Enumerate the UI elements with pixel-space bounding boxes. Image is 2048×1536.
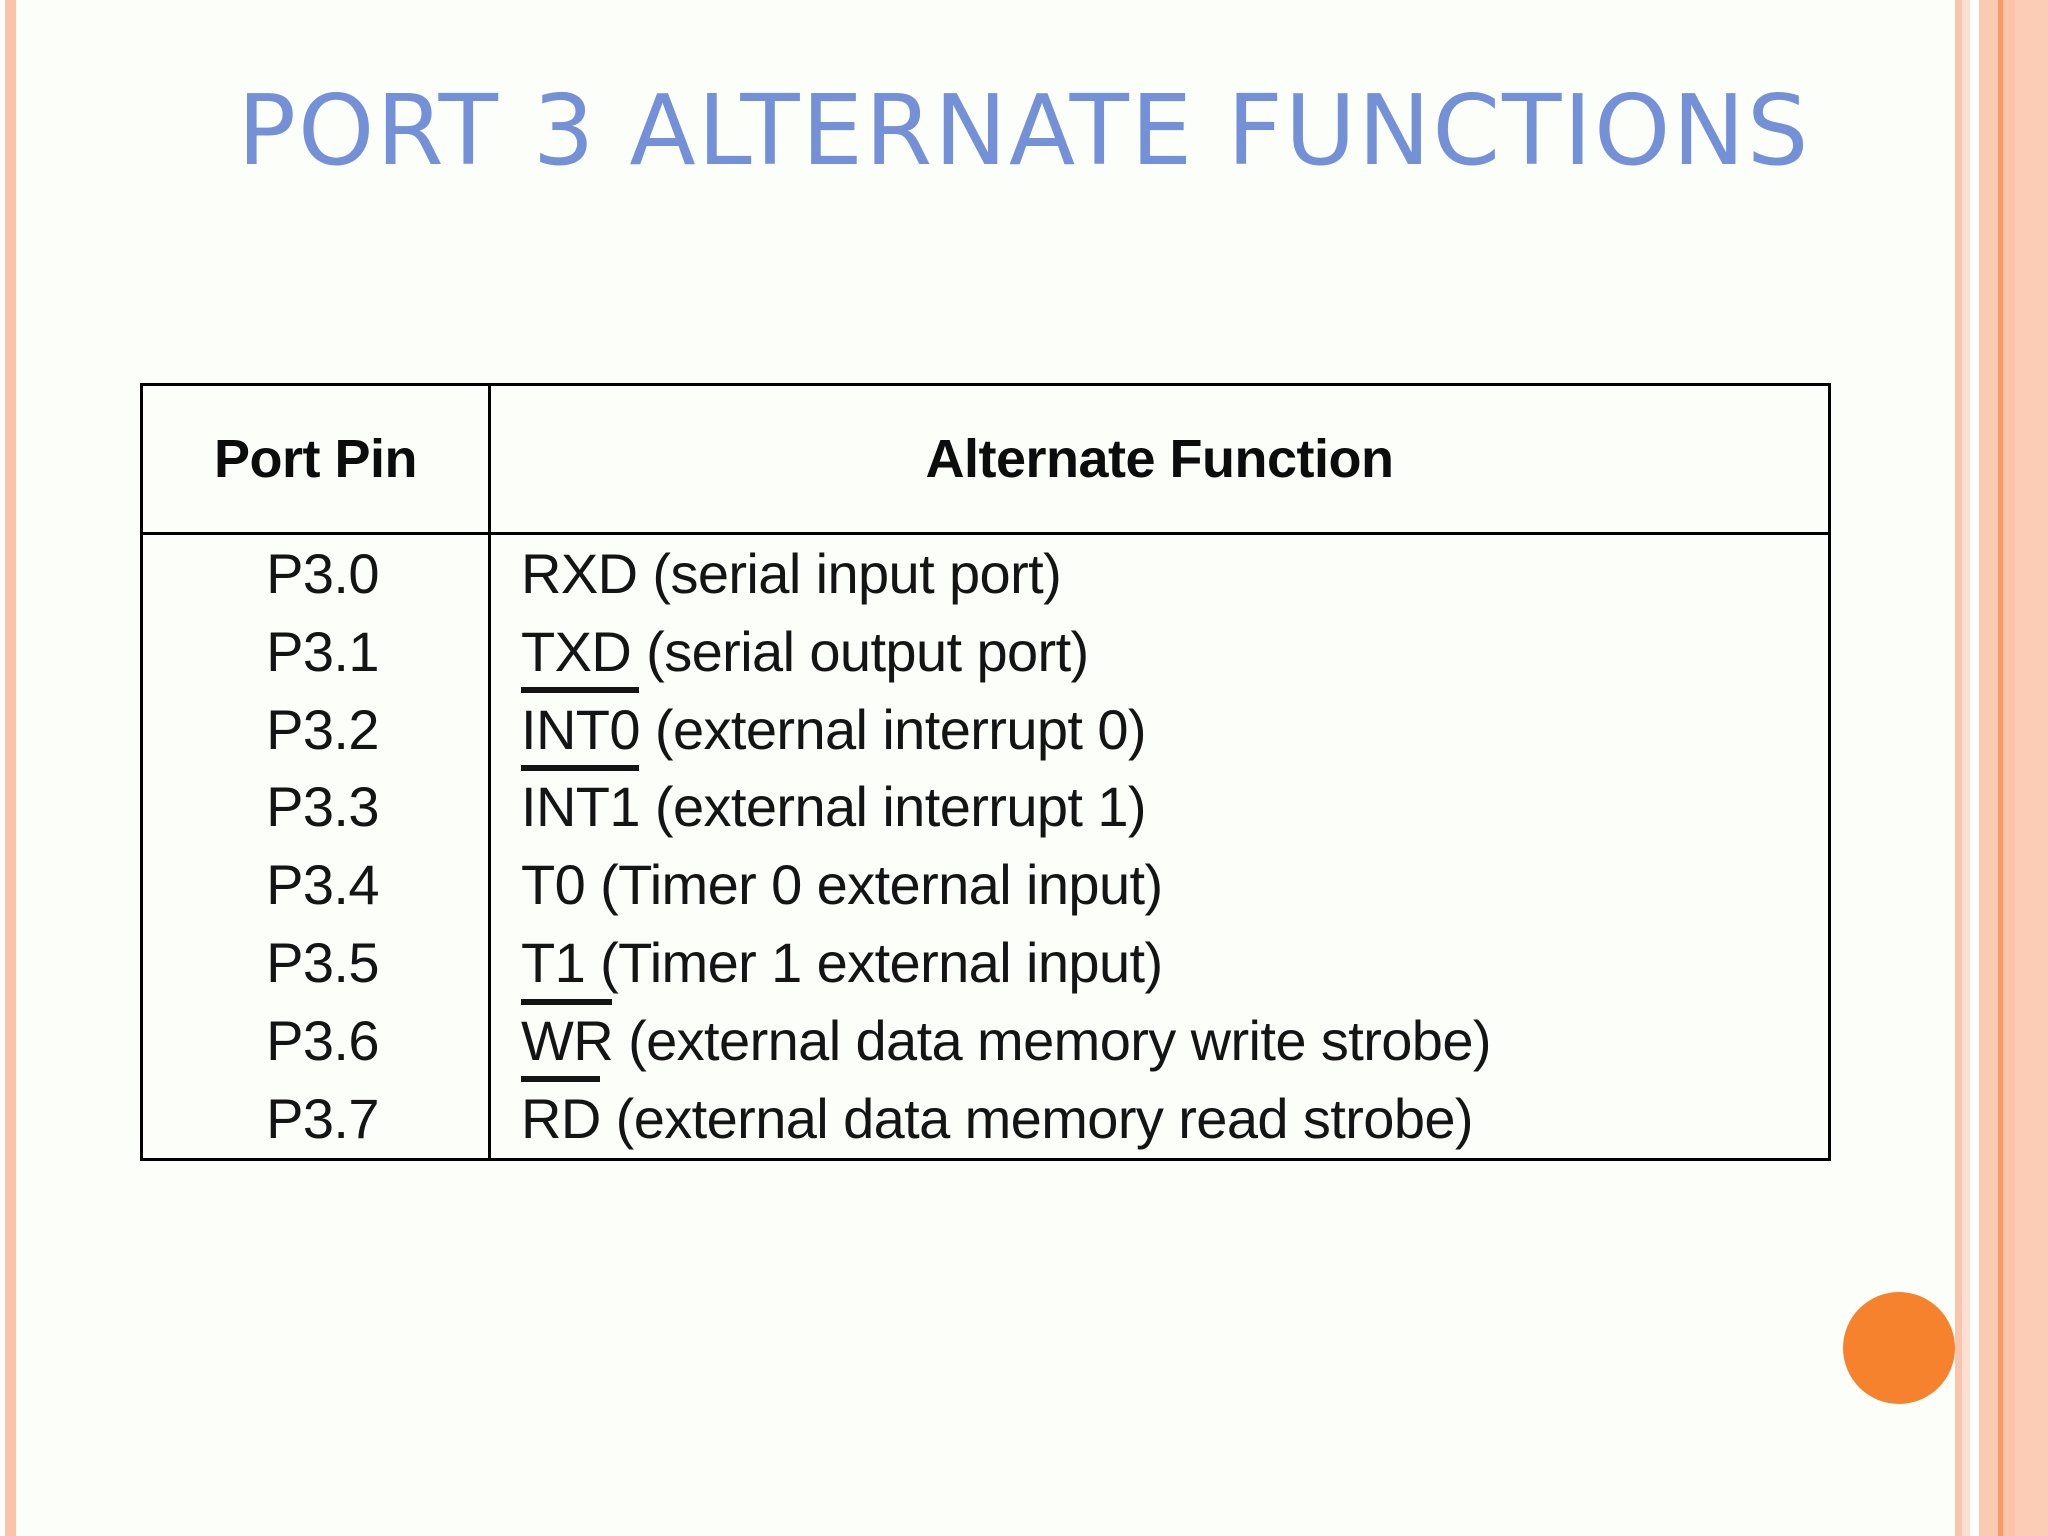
column-header-alternate-function: Alternate Function <box>488 383 1831 535</box>
alternate-function-item: T1 (Timer 1 external input) <box>491 924 1828 1002</box>
port-pin-item: P3.1 <box>266 619 379 683</box>
alternate-function-item: RXD (serial input port) <box>491 535 1828 613</box>
port-pin-item: P3.5 <box>266 931 379 995</box>
active-low-signal-name: INT1 <box>521 765 641 846</box>
column-header-port-pin: Port Pin <box>140 383 491 535</box>
orange-circle-decoration <box>1843 1292 1955 1404</box>
alternate-function-description: (external data memory write strobe) <box>613 1008 1491 1072</box>
left-edge-stripe <box>5 0 16 1536</box>
right-edge-stripe-2 <box>1962 0 1970 1536</box>
alternate-function-description: (external interrupt 1) <box>639 775 1147 839</box>
right-edge-stripe-4 <box>1979 0 1998 1536</box>
alternate-function-item: INT0 (external interrupt 0) <box>491 687 1828 769</box>
right-edge-stripe-7 <box>2015 0 2048 1536</box>
alternate-function-description: (external interrupt 0) <box>639 697 1147 761</box>
alternate-function-description: T1 (Timer 1 external input) <box>521 931 1163 995</box>
right-edge-stripe-1 <box>1955 0 1962 1536</box>
right-edge-stripe-3 <box>1970 0 1979 1536</box>
port-pin-item: P3.7 <box>266 1086 379 1150</box>
alternate-function-cell: RXD (serial input port) TXD (serial outpu… <box>488 532 1831 1161</box>
alternate-function-item: TXD (serial output port) <box>491 613 1828 691</box>
active-low-signal-name: RD <box>521 1076 601 1158</box>
right-edge-stripe-5 <box>1998 0 2003 1536</box>
port-pin-item: P3.0 <box>266 542 379 605</box>
alternate-function-list: RXD (serial input port) TXD (serial outpu… <box>491 535 1828 1158</box>
port-pin-item: P3.2 <box>266 697 379 761</box>
port-pin-item: P3.3 <box>266 775 379 839</box>
alternate-function-description: (external data memory read strobe) <box>600 1086 1474 1150</box>
port-pin-item: P3.6 <box>266 1008 379 1072</box>
alternate-function-item: INT1 (external interrupt 1) <box>491 765 1828 846</box>
alternate-function-item: T0 (Timer 0 external input) <box>491 846 1828 924</box>
alternate-function-description: T0 (Timer 0 external input) <box>521 853 1163 917</box>
alternate-function-item: RD (external data memory read strobe) <box>491 1076 1828 1158</box>
alternate-function-item: WR (external data memory write strobe) <box>491 998 1828 1080</box>
alternate-function-description: TXD (serial output port) <box>521 619 1089 683</box>
active-low-signal-name: INT0 <box>521 687 641 769</box>
table-header-row: Port Pin Alternate Function <box>140 383 1831 535</box>
page-title: PORT 3 ALTERNATE FUNCTIONS <box>237 74 1811 187</box>
port-pin-item: P3.4 <box>266 853 379 917</box>
right-edge-stripe-6 <box>2003 0 2015 1536</box>
active-low-signal-name: WR <box>521 998 614 1080</box>
alternate-function-description: RXD (serial input port) <box>521 542 1062 605</box>
